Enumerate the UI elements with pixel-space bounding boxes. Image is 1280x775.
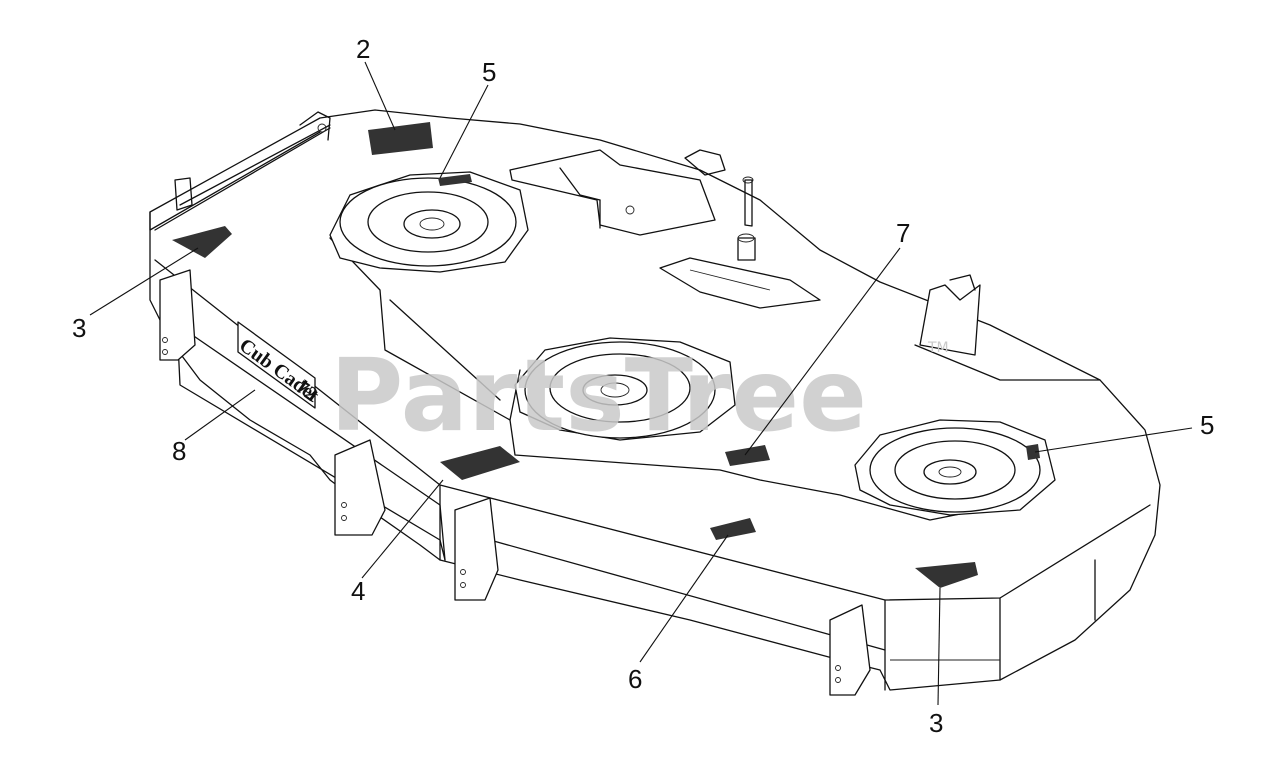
decal-5-right bbox=[1026, 444, 1040, 460]
callout-7: 7 bbox=[896, 218, 910, 248]
decal-2 bbox=[368, 122, 433, 155]
callout-4: 4 bbox=[351, 576, 365, 606]
callout-3-left: 3 bbox=[72, 313, 86, 343]
callout-8: 8 bbox=[172, 436, 186, 466]
watermark-text: PartsTree bbox=[330, 337, 867, 454]
decal-4 bbox=[440, 446, 520, 480]
spindle-left bbox=[329, 171, 529, 273]
callout-5-left: 5 bbox=[482, 57, 496, 87]
callout-3-right: 3 bbox=[929, 708, 943, 738]
front-brackets bbox=[159, 269, 871, 696]
leader-lines bbox=[89, 61, 1193, 706]
decal-7 bbox=[725, 445, 770, 466]
spindle-right bbox=[854, 419, 1056, 516]
callout-5-right: 5 bbox=[1200, 410, 1214, 440]
callouts: 2 5 7 3 5 8 4 6 3 bbox=[72, 34, 1214, 738]
decal-6 bbox=[710, 518, 756, 540]
decal-3-left bbox=[172, 226, 232, 258]
watermark-tm: TM bbox=[927, 340, 949, 356]
spindle-center bbox=[514, 337, 736, 441]
watermark: PartsTree TM bbox=[330, 337, 949, 454]
callout-2: 2 bbox=[356, 34, 370, 64]
decal-5-left bbox=[438, 174, 472, 186]
callout-6: 6 bbox=[628, 664, 642, 694]
decal-3-right bbox=[915, 562, 978, 588]
